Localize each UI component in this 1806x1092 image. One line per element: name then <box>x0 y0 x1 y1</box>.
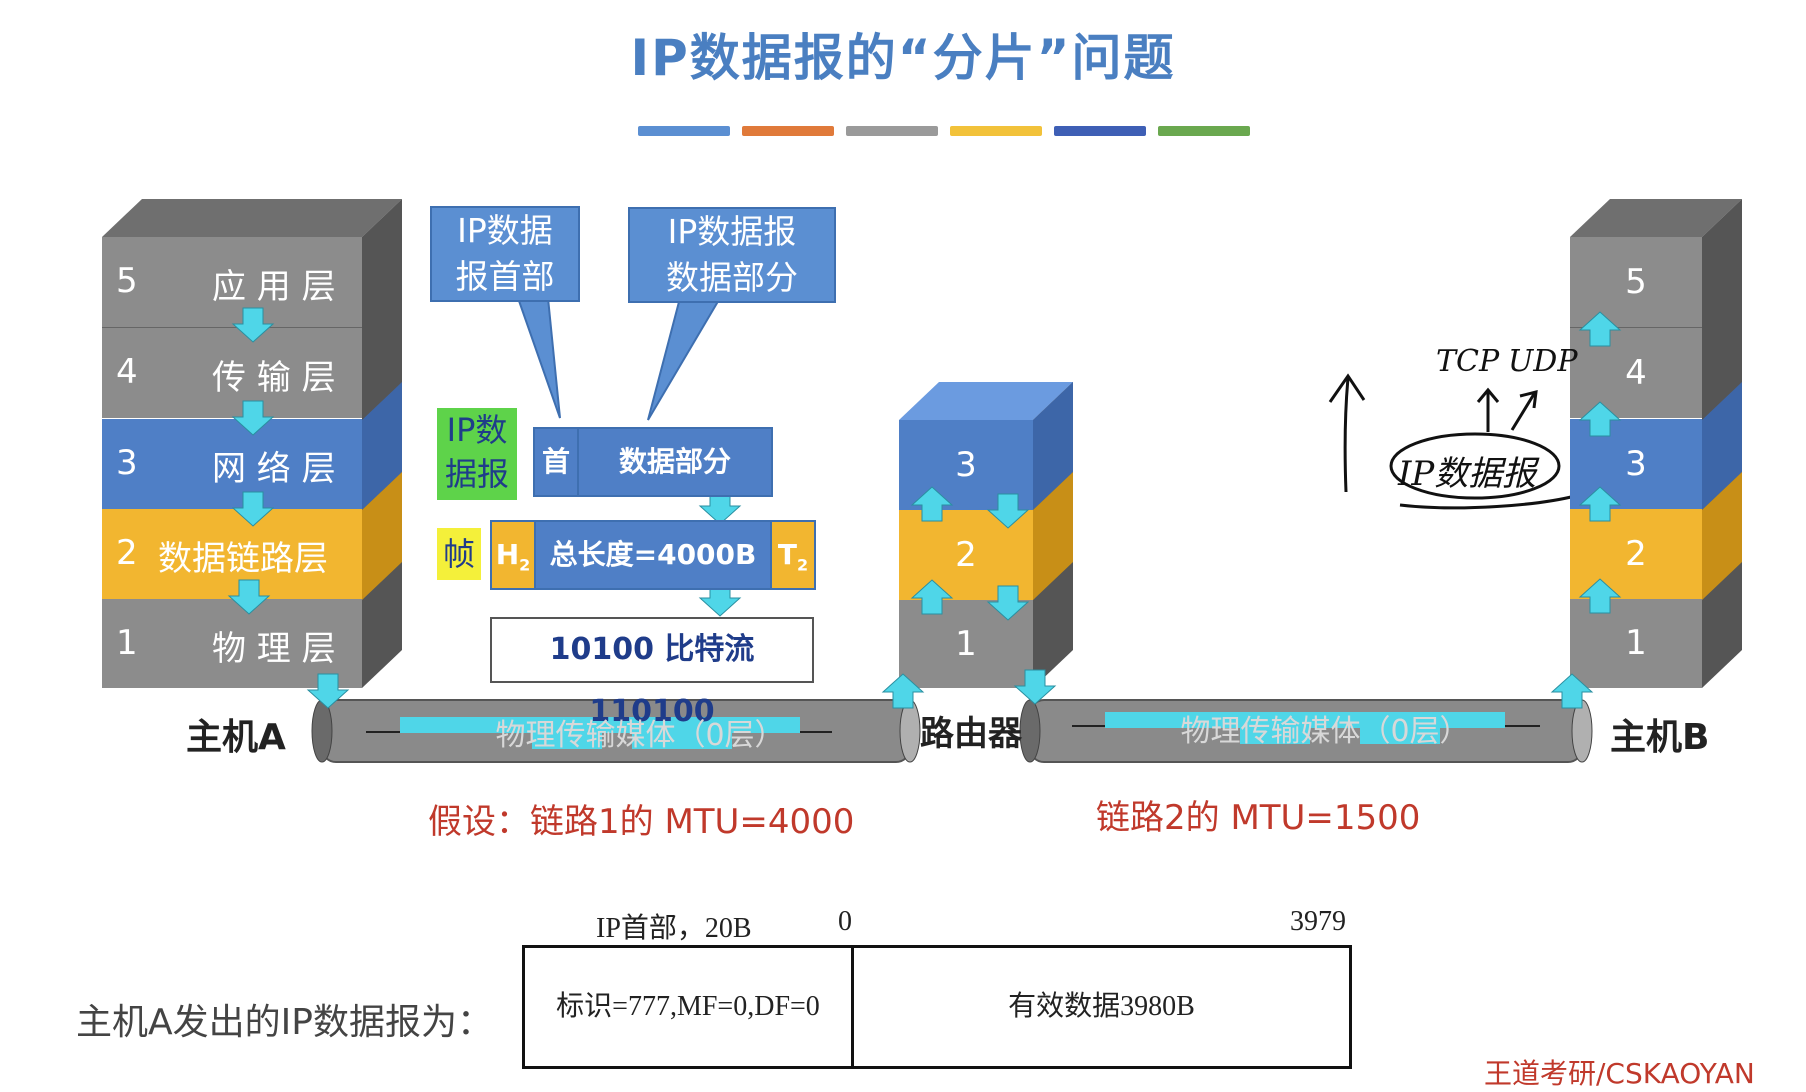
layer-name: 传 输 层 <box>212 358 336 398</box>
down-arrow-icon <box>232 491 274 527</box>
layer-number: 1 <box>116 623 138 663</box>
ip-header-callout: IP数据 报首部 <box>430 206 580 302</box>
packet-header-cell: 首 <box>533 427 579 497</box>
h2-text: H <box>495 538 520 571</box>
hostA-layer-4: 4 传 输 层 <box>102 328 362 418</box>
down-arrow-icon <box>307 673 349 709</box>
down-arrow-icon <box>987 585 1029 621</box>
up-arrow-icon <box>1579 311 1621 347</box>
frame-total-length: 总长度=4000B <box>534 520 772 590</box>
header-fields-cell: 标识=777,MF=0,DF=0 <box>525 948 854 1066</box>
hostA-layer-5: 5 应 用 层 <box>102 237 362 328</box>
down-arrow-icon <box>232 400 274 436</box>
datagram-table: 标识=777,MF=0,DF=0 有效数据3980B <box>522 945 1352 1069</box>
handwritten-ip-datagram: IP数据报 <box>1398 454 1537 494</box>
link1-media-label: 物理传输媒体（0层） <box>495 718 785 753</box>
hostB-layer-5: 5 <box>1570 237 1702 328</box>
ip-data-callout: IP数据报 数据部分 <box>628 207 836 303</box>
table-prefix: 主机A发出的IP数据报为： <box>76 1002 493 1043</box>
hostA-layers: 5 应 用 层 4 传 输 层 3 网 络 层 2 数据链路层 1 物 理 层 <box>102 237 362 688</box>
color-bar <box>638 126 730 136</box>
packet-data-cell: 数据部分 <box>577 427 773 497</box>
color-bar <box>1054 126 1146 136</box>
h2-sub: 2 <box>519 555 531 575</box>
frame-t2: T2 <box>770 520 816 590</box>
frame-label: 帧 <box>437 528 481 580</box>
router-stack <box>899 382 1073 688</box>
layer-number: 3 <box>116 443 138 483</box>
link2-pipe <box>1019 699 1593 763</box>
hostA-stack <box>102 199 402 688</box>
up-arrow-icon <box>911 579 953 615</box>
down-arrow-icon <box>987 493 1029 529</box>
ip-header-size-label: IP首部，20B <box>596 913 752 944</box>
frame-h2: H2 <box>490 520 536 590</box>
ip-datagram-label: IP数 据报 <box>437 408 517 500</box>
layer-number: 2 <box>116 533 138 573</box>
color-bar <box>846 126 938 136</box>
up-arrow-icon <box>882 673 924 709</box>
layer-number: 4 <box>116 352 138 392</box>
link2-media-label: 物理传输媒体（0层） <box>1180 714 1470 749</box>
offset-start-label: 0 <box>838 906 852 937</box>
layer-name: 网 络 层 <box>212 449 336 489</box>
layer-name: 数据链路层 <box>158 539 328 579</box>
watermark: 王道考研/CSKAOYAN <box>1484 1057 1755 1090</box>
color-bar <box>950 126 1042 136</box>
down-arrow-icon <box>232 307 274 343</box>
handwritten-tcp: TCP <box>1436 344 1500 379</box>
hostA-layer-1: 1 物 理 层 <box>102 599 362 688</box>
layer-number: 5 <box>116 261 138 301</box>
layer-name: 物 理 层 <box>212 629 336 669</box>
handwritten-udp: UDP <box>1508 344 1578 379</box>
link1-pipe <box>311 699 921 763</box>
layer-name: 应 用 层 <box>212 267 336 307</box>
hostB-label: 主机B <box>1610 717 1710 758</box>
color-bar <box>742 126 834 136</box>
up-arrow-icon <box>911 486 953 522</box>
t2-text: T <box>777 538 797 571</box>
offset-end-label: 3979 <box>1290 906 1346 937</box>
hostA-layer-2: 2 数据链路层 <box>102 509 362 599</box>
down-arrow-icon <box>1014 669 1056 705</box>
bitstream-box: 10100 比特流 110100 <box>490 617 814 729</box>
up-arrow-icon <box>1551 673 1593 709</box>
t2-sub: 2 <box>796 555 809 575</box>
page-title: IP数据报的“分片”问题 <box>630 29 1176 87</box>
color-bar <box>1158 126 1250 136</box>
down-arrow-icon <box>228 579 270 615</box>
link2-mtu-note: 链路2的 MTU=1500 <box>1096 798 1421 838</box>
hostA-layer-3: 3 网 络 层 <box>102 419 362 509</box>
payload-cell: 有效数据3980B <box>1008 991 1195 1022</box>
up-arrow-icon <box>1579 578 1621 614</box>
up-arrow-icon <box>1579 486 1621 522</box>
hostB-layer-1: 1 <box>1570 599 1702 688</box>
hostA-label: 主机A <box>186 717 286 758</box>
up-arrow-icon <box>1579 401 1621 437</box>
link1-mtu-note: 假设：链路1的 MTU=4000 <box>428 802 855 842</box>
hostB-stack <box>1570 199 1742 688</box>
hostB-layer-2: 2 <box>1570 509 1702 599</box>
router-label: 路由器 <box>920 714 1022 754</box>
